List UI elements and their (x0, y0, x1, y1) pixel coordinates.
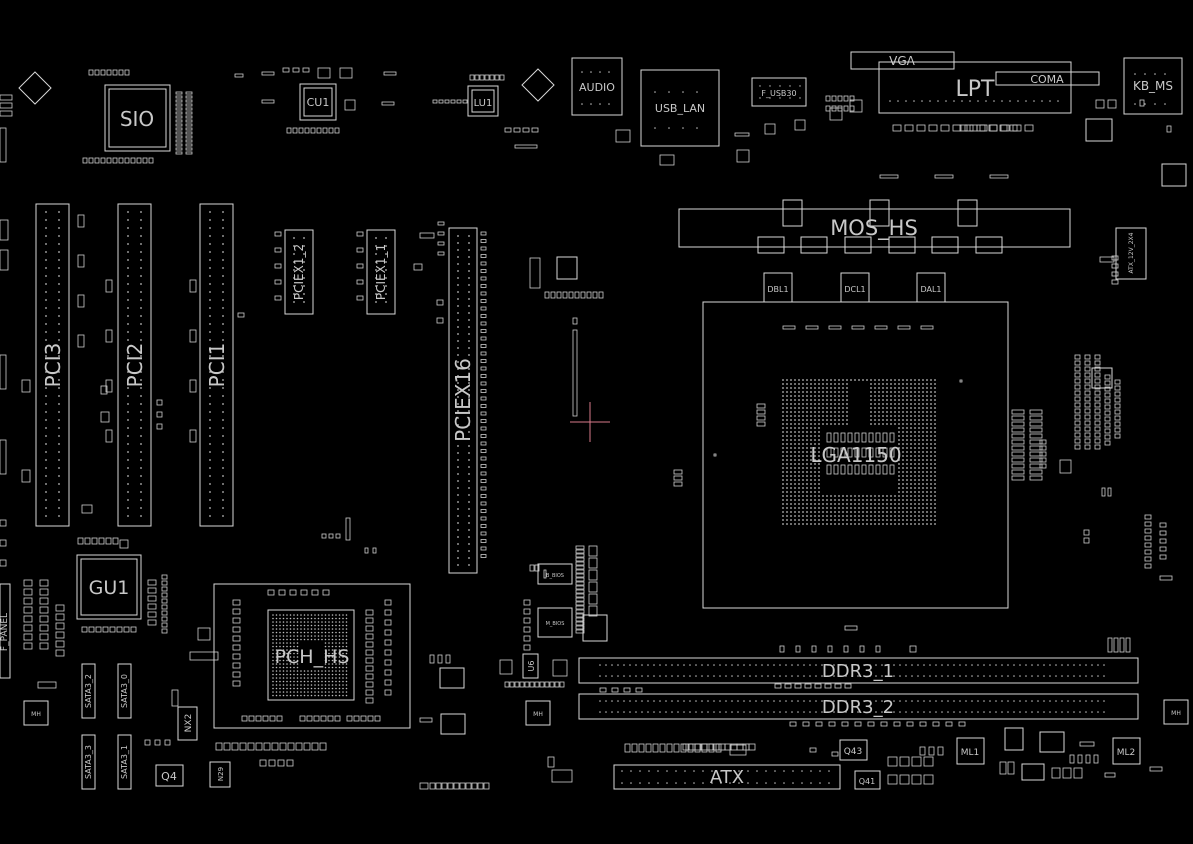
lpt-label: LPT (956, 77, 996, 102)
atx-12v-connector[interactable]: ATX_12V_2X4 (1115, 227, 1147, 280)
u6-label: U6 (527, 661, 536, 672)
gu1-chip[interactable]: GU1 (76, 554, 142, 620)
mh-label: MH (31, 711, 41, 718)
sata3-2-connector[interactable]: SATA3_2 (81, 663, 96, 719)
coma-connector[interactable]: COMA (995, 71, 1100, 86)
lu1-chip[interactable]: LU1 (467, 85, 499, 117)
sata3-3-connector[interactable]: SATA3_3 (81, 734, 96, 790)
pci3-label: PCI3 (41, 343, 65, 388)
ml1-part[interactable]: ML1 (956, 737, 985, 765)
f-usb30-label: F_USB30 (761, 89, 796, 98)
kb-ms-label: KB_MS (1133, 79, 1173, 93)
m-bios-label: M_BIOS (546, 621, 565, 627)
ml2-part[interactable]: ML2 (1112, 737, 1141, 765)
pciex1-1-label: PCIEX1_1 (374, 244, 388, 300)
vga-connector[interactable]: VGA (850, 51, 955, 70)
lu1-label: LU1 (474, 98, 493, 109)
nx2-part[interactable]: NX2 (177, 706, 198, 741)
mos-hs-label: MOS_HS (830, 216, 918, 241)
sata3-0-connector[interactable]: SATA3_0 (117, 663, 132, 719)
gu1-label: GU1 (89, 577, 130, 599)
cu1-chip[interactable]: CU1 (299, 83, 337, 121)
lpt-connector[interactable]: LPT (878, 61, 1072, 114)
ddr3-1-slot[interactable]: DDR3_1 (578, 657, 1139, 684)
n29-label: N29 (217, 767, 225, 781)
pciex1-2-slot[interactable]: PCIEX1_2 (284, 229, 314, 315)
dal1-label: DAL1 (920, 285, 941, 294)
pch-hs-label: PCH_HS (275, 646, 350, 668)
q43-mosfet[interactable]: Q43 (839, 739, 868, 761)
b-bios-chip[interactable]: B_BIOS (537, 563, 573, 585)
atx-12v-label: ATX_12V_2X4 (1128, 232, 1135, 273)
sio-chip[interactable]: SIO (104, 84, 171, 152)
mos-heatsink: MOS_HS (678, 208, 1071, 248)
sata3-0-label: SATA3_0 (120, 674, 129, 708)
usb-lan-connector[interactable]: USB_LAN (640, 69, 720, 147)
q43-label: Q43 (844, 747, 863, 757)
n29-part[interactable]: N29 (209, 761, 231, 788)
mounting-hole-3: MH (1163, 699, 1189, 725)
dbl1-inductor[interactable]: DBL1 (763, 272, 793, 303)
q4-mosfet[interactable]: Q4 (155, 764, 184, 787)
silkscreen-detail (0, 67, 1187, 790)
m-bios-chip[interactable]: M_BIOS (537, 607, 573, 638)
atx-label: ATX (710, 767, 744, 788)
f-usb30-header[interactable]: F_USB30 (751, 77, 807, 107)
q4-label: Q4 (161, 770, 177, 783)
sata3-3-label: SATA3_3 (84, 745, 93, 779)
usb-lan-label: USB_LAN (655, 102, 705, 115)
q41-label: Q41 (859, 777, 875, 786)
pch-heatsink[interactable]: PCH_HS (213, 583, 411, 729)
mounting-hole-1: MH (23, 700, 49, 726)
pci2-label: PCI2 (123, 343, 147, 388)
nx2-label: NX2 (184, 714, 194, 733)
ml1-label: ML1 (961, 748, 980, 758)
pci1-slot[interactable]: PCI1 (199, 203, 234, 527)
q41-mosfet[interactable]: Q41 (854, 770, 881, 790)
mh-label: MH (1171, 710, 1181, 717)
pci1-label: PCI1 (205, 343, 229, 388)
vga-label: VGA (889, 54, 916, 68)
sata3-1-label: SATA3_1 (120, 745, 129, 779)
audio-label: AUDIO (579, 81, 615, 94)
pciex16-label: PCIEX16 (451, 358, 475, 442)
pciex16-slot[interactable]: PCIEX16 (448, 227, 478, 574)
ddr3-1-label: DDR3_1 (822, 661, 894, 682)
sata3-1-connector[interactable]: SATA3_1 (117, 734, 132, 790)
b-bios-label: B_BIOS (546, 573, 564, 579)
cu1-label: CU1 (307, 96, 330, 109)
ddr3-2-slot[interactable]: DDR3_2 (578, 693, 1139, 720)
pciex1-2-label: PCIEX1_2 (292, 244, 306, 300)
mounting-hole-2: MH (525, 700, 551, 726)
pci3-slot[interactable]: PCI3 (35, 203, 70, 527)
f-panel-header[interactable]: F_PANEL (0, 583, 11, 679)
u6-part[interactable]: U6 (522, 653, 539, 679)
cpu-socket[interactable]: LGA1150 (702, 301, 1009, 609)
pciex1-1-slot[interactable]: PCIEX1_1 (366, 229, 396, 315)
sata3-2-label: SATA3_2 (84, 674, 93, 708)
coma-label: COMA (1030, 73, 1064, 86)
dbl1-label: DBL1 (767, 285, 788, 294)
ddr3-2-label: DDR3_2 (822, 697, 894, 718)
mh-label: MH (533, 711, 543, 718)
dal1-inductor[interactable]: DAL1 (916, 272, 946, 303)
f-panel-label: F_PANEL (0, 613, 10, 651)
sio-label: SIO (120, 107, 154, 131)
dcl1-inductor[interactable]: DCL1 (840, 272, 870, 303)
cursor-crosshair (570, 402, 610, 442)
kb-ms-connector[interactable]: KB_MS (1123, 57, 1183, 115)
atx-connector[interactable]: ATX (613, 764, 841, 790)
dcl1-label: DCL1 (844, 285, 865, 294)
audio-connector[interactable]: AUDIO (571, 57, 623, 116)
ml2-label: ML2 (1117, 748, 1136, 758)
pci2-slot[interactable]: PCI2 (117, 203, 152, 527)
lga1150-label: LGA1150 (810, 443, 901, 467)
